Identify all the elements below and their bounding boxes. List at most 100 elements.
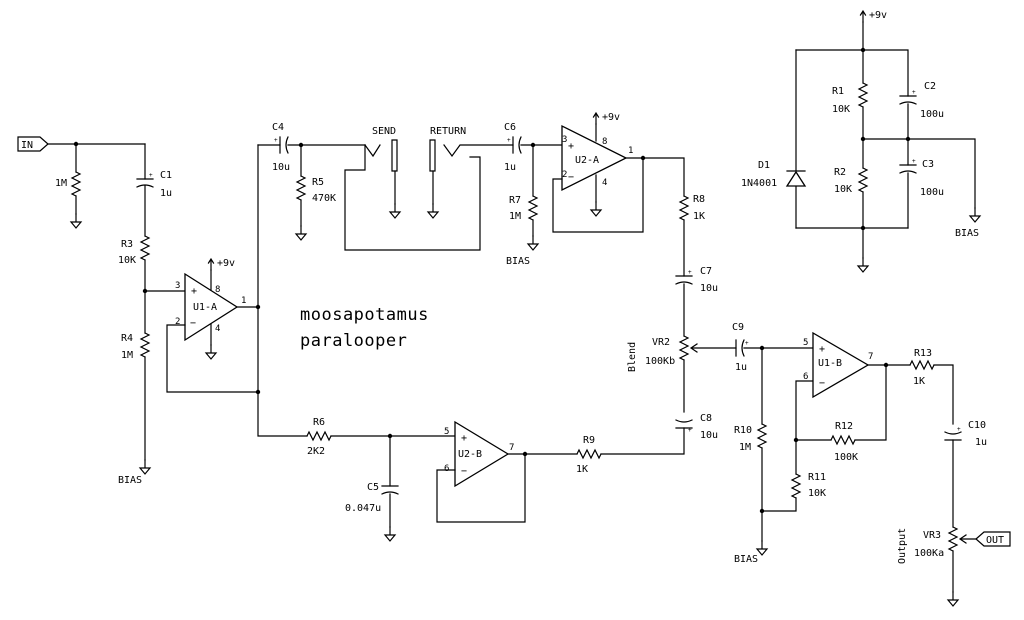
- svg-text:−: −: [568, 172, 574, 183]
- u2b-name: U2-B: [458, 449, 482, 460]
- svg-text:8: 8: [602, 137, 607, 147]
- opamp-u2a: [561, 124, 628, 192]
- ground-symbol: [527, 235, 539, 251]
- ground-symbol: [295, 225, 307, 241]
- svg-text:4: 4: [602, 178, 607, 188]
- r11-resistor: [791, 473, 801, 499]
- svg-text:5: 5: [444, 427, 449, 437]
- bias-label: BIAS: [734, 554, 758, 565]
- svg-text:+: +: [507, 137, 511, 144]
- ground-symbol: [969, 207, 981, 223]
- vcc-symbol: [859, 10, 867, 23]
- vr2-wiper: [689, 343, 737, 353]
- c10-capacitor: [944, 431, 962, 441]
- svg-text:3: 3: [175, 281, 180, 291]
- svg-text:7: 7: [509, 443, 514, 453]
- u1a-name: U1-A: [193, 302, 217, 313]
- vcc-symbol: [207, 258, 215, 271]
- u2a-name: U2-A: [575, 155, 599, 166]
- svg-text:−: −: [819, 378, 825, 389]
- svg-text:+: +: [912, 158, 916, 165]
- svg-text:+: +: [688, 427, 692, 434]
- r6-name: R6: [313, 417, 325, 428]
- r2-name: R2: [834, 167, 846, 178]
- r5-name: R5: [312, 177, 324, 188]
- c9-name: C9: [732, 322, 744, 333]
- c7-capacitor: [675, 275, 693, 285]
- c4-capacitor: [279, 136, 289, 154]
- vr3-name: VR3: [923, 530, 941, 541]
- c4-value: 10u: [272, 162, 290, 173]
- send-label: SEND: [372, 126, 396, 137]
- title-line1: moosapotamus: [300, 305, 429, 325]
- svg-text:−: −: [190, 318, 196, 329]
- d1-name: D1: [758, 160, 770, 171]
- r4-name: R4: [121, 333, 133, 344]
- title-line2: paralooper: [300, 331, 407, 351]
- r8-value: 1K: [693, 211, 705, 222]
- vr3-label: Output: [897, 528, 908, 564]
- d1-diode: [785, 170, 807, 187]
- c6-value: 1u: [504, 162, 516, 173]
- c2-value: 100u: [920, 109, 944, 120]
- svg-text:+: +: [957, 426, 961, 433]
- r10-value: 1M: [739, 442, 751, 453]
- svg-text:7: 7: [868, 352, 873, 362]
- r6-value: 2K2: [307, 446, 325, 457]
- input-resistor-value: 1M: [55, 178, 67, 189]
- svg-text:1: 1: [241, 296, 246, 306]
- return-label: RETURN: [430, 126, 466, 137]
- r13-value: 1K: [913, 376, 925, 387]
- c7-name: C7: [700, 266, 712, 277]
- r10-resistor: [757, 423, 767, 449]
- r7-resistor: [528, 195, 538, 221]
- r11-value: 10K: [808, 488, 826, 499]
- svg-text:4: 4: [215, 324, 220, 334]
- r7-name: R7: [509, 195, 521, 206]
- svg-text:8: 8: [215, 285, 220, 295]
- r7-value: 1M: [509, 211, 521, 222]
- send-jack: [364, 144, 381, 158]
- vr2-potentiometer: [679, 335, 689, 361]
- svg-text:−: −: [461, 466, 467, 477]
- c3-value: 100u: [920, 187, 944, 198]
- ground-symbol: [427, 203, 439, 219]
- r9-resistor: [576, 449, 602, 459]
- c3-capacitor: [899, 164, 917, 174]
- svg-text:3: 3: [562, 135, 567, 145]
- svg-text:6: 6: [803, 372, 808, 382]
- svg-text:+9v: +9v: [869, 10, 887, 21]
- r12-value: 100K: [834, 452, 858, 463]
- c1-name: C1: [160, 170, 172, 181]
- input-port-label: IN: [21, 140, 33, 151]
- c5-capacitor: [381, 485, 399, 495]
- bias-label: BIAS: [506, 256, 530, 267]
- ground-symbol: [205, 344, 217, 360]
- ground-symbol: [857, 257, 869, 273]
- c4-name: C4: [272, 122, 284, 133]
- vcc-symbol: [592, 112, 600, 125]
- vr3-value: 100Ka: [914, 548, 944, 559]
- c3-name: C3: [922, 159, 934, 170]
- r13-name: R13: [914, 348, 932, 359]
- return-jack: [429, 139, 436, 172]
- svg-text:+: +: [149, 172, 153, 179]
- c9-value: 1u: [735, 362, 747, 373]
- svg-text:1: 1: [628, 146, 633, 156]
- r1-resistor: [858, 82, 868, 108]
- ground-symbol: [389, 203, 401, 219]
- r1-name: R1: [832, 86, 844, 97]
- c10-name: C10: [968, 420, 986, 431]
- vr2-label: Blend: [627, 342, 638, 372]
- r12-name: R12: [835, 421, 853, 432]
- c2-capacitor: [899, 95, 917, 105]
- r2-resistor: [858, 167, 868, 193]
- vr3-potentiometer: [948, 526, 958, 552]
- r10-name: R10: [734, 425, 752, 436]
- c2-name: C2: [924, 81, 936, 92]
- d1-value: 1N4001: [741, 178, 777, 189]
- svg-text:+9v: +9v: [602, 112, 620, 123]
- c1-value: 1u: [160, 188, 172, 199]
- c5-value: 0.047u: [345, 503, 381, 514]
